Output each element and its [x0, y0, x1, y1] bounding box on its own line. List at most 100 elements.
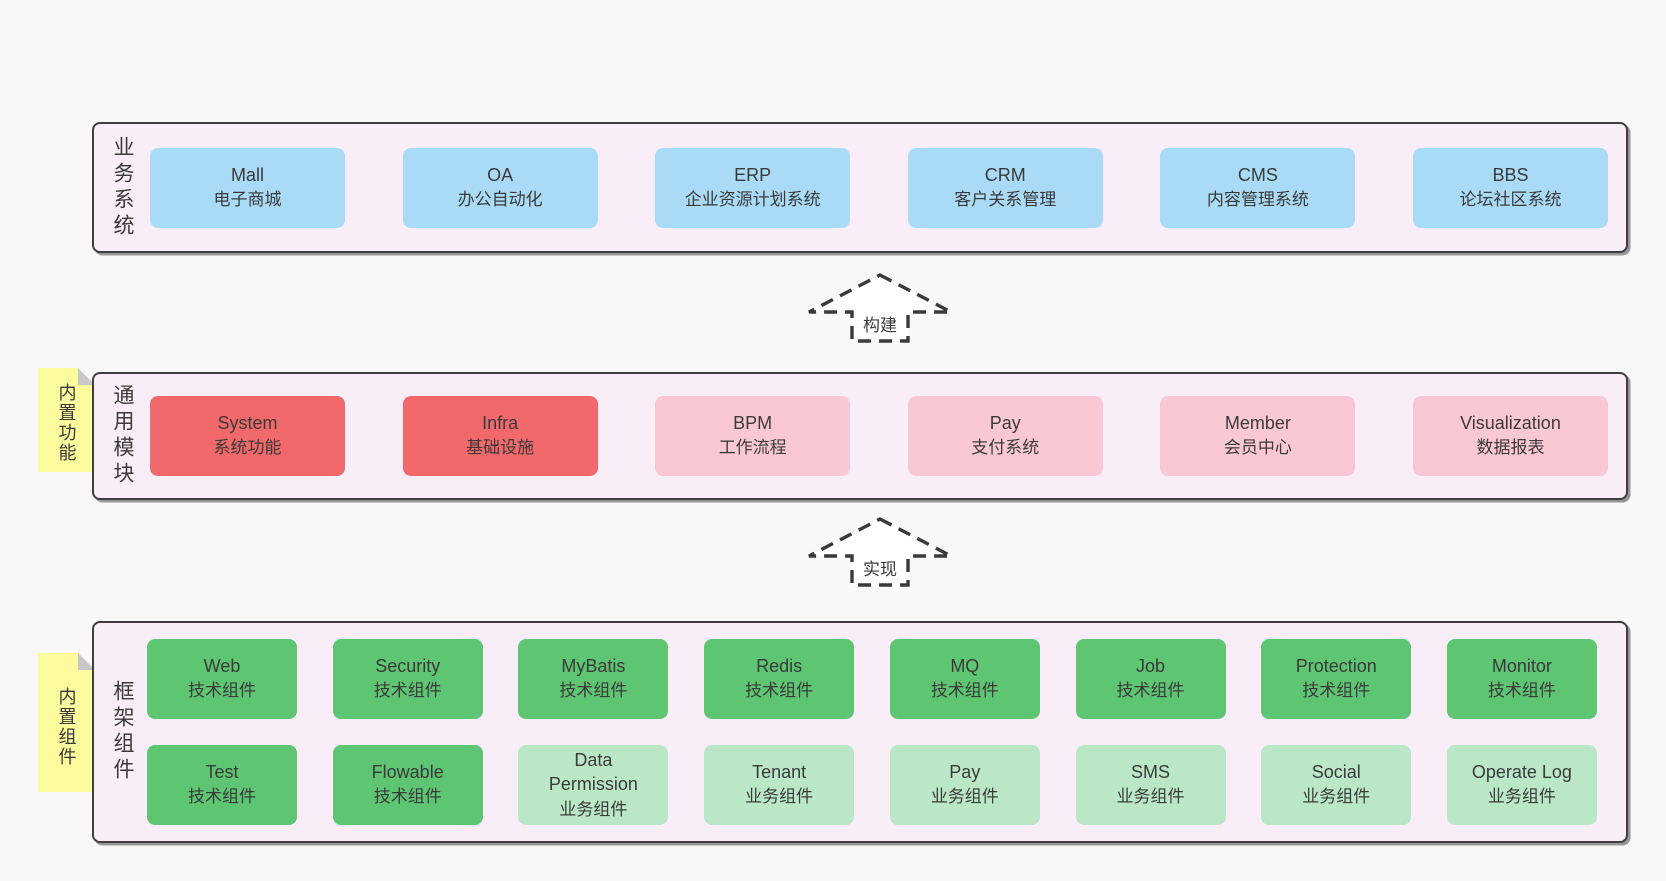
component-operate-log-desc: 业务组件: [1487, 787, 1556, 807]
business-systems-row: Mall 电子商城 OA 办公自动化 ERP 企业资源计划系统 CRM 客户关系…: [150, 147, 1608, 228]
module-system: System 系统功能: [150, 396, 345, 476]
component-web-name: Web: [203, 656, 241, 677]
component-web: Web 技术组件: [147, 639, 297, 719]
module-bbs-name: BBS: [1492, 164, 1529, 185]
component-social-name: Social: [1311, 762, 1361, 783]
component-mybatis: MyBatis 技术组件: [518, 639, 669, 719]
component-pay-name: Pay: [949, 762, 981, 783]
framework-components-rows: Web 技术组件 Security 技术组件 MyBatis 技术组件 Redi…: [147, 639, 1597, 825]
module-infra-desc: 基础设施: [466, 438, 535, 458]
module-member-desc: 会员中心: [1223, 438, 1292, 458]
component-data-permission-name: Data Permission: [548, 749, 638, 795]
component-protection-name: Protection: [1295, 656, 1377, 677]
component-pay: Pay 业务组件: [889, 745, 1040, 825]
component-data-permission-desc: 业务组件: [559, 799, 628, 819]
component-tenant: Tenant 业务组件: [704, 745, 855, 825]
module-member-name: Member: [1224, 413, 1291, 434]
component-monitor-desc: 技术组件: [1487, 681, 1556, 701]
band-business-label: 业务系统: [111, 135, 134, 240]
component-sms-name: SMS: [1131, 762, 1171, 783]
module-bpm-desc: 工作流程: [718, 438, 787, 458]
component-social: Social 业务组件: [1261, 745, 1412, 825]
module-system-name: System: [217, 413, 278, 434]
component-operate-log: Operate Log 业务组件: [1446, 745, 1597, 825]
component-sms-desc: 业务组件: [1116, 787, 1185, 807]
module-mall: Mall 电子商城: [150, 147, 345, 228]
folded-corner-icon: [78, 653, 95, 670]
band-business-systems: 业务系统 Mall 电子商城 OA 办公自动化 ERP 企业资源计划系统 CRM…: [92, 122, 1628, 253]
band-modules-label: 通用模块: [111, 384, 134, 488]
module-visualization-desc: 数据报表: [1476, 438, 1545, 458]
module-crm-desc: 客户关系管理: [954, 189, 1057, 209]
component-protection: Protection 技术组件: [1261, 639, 1412, 719]
band-common-modules: 通用模块 System 系统功能 Infra 基础设施 BPM 工作流程 Pay…: [92, 372, 1628, 500]
module-pay-name: Pay: [989, 413, 1021, 434]
module-member: Member 会员中心: [1160, 396, 1356, 476]
component-social-desc: 业务组件: [1302, 787, 1371, 807]
component-operate-log-name: Operate Log: [1471, 762, 1572, 783]
module-pay: Pay 支付系统: [907, 396, 1103, 476]
arrow-implement: 实现: [808, 517, 952, 587]
component-redis-name: Redis: [756, 656, 803, 677]
module-erp: ERP 企业资源计划系统: [655, 147, 851, 228]
arrow-build: 构建: [808, 273, 952, 343]
component-job-desc: 技术组件: [1116, 681, 1185, 701]
module-crm: CRM 客户关系管理: [907, 147, 1103, 228]
component-security-desc: 技术组件: [373, 681, 442, 701]
module-oa-desc: 办公自动化: [457, 189, 543, 209]
up-arrow-icon: [808, 517, 952, 587]
module-oa-name: OA: [487, 164, 514, 185]
module-cms-name: CMS: [1237, 164, 1278, 185]
module-bpm: BPM 工作流程: [655, 396, 851, 476]
sticky-note-builtin-features: 内置功能: [38, 368, 95, 472]
arrow-implement-label: 实现: [863, 560, 897, 579]
component-mq-name: MQ: [950, 656, 980, 677]
component-flowable-desc: 技术组件: [373, 787, 442, 807]
component-tenant-desc: 业务组件: [745, 787, 814, 807]
component-test-name: Test: [205, 762, 239, 783]
component-mybatis-name: MyBatis: [561, 656, 626, 677]
components-row-1: Web 技术组件 Security 技术组件 MyBatis 技术组件 Redi…: [147, 639, 1597, 719]
module-system-desc: 系统功能: [213, 438, 282, 458]
component-redis-desc: 技术组件: [745, 681, 814, 701]
common-modules-row: System 系统功能 Infra 基础设施 BPM 工作流程 Pay 支付系统…: [150, 396, 1608, 476]
module-bpm-name: BPM: [733, 413, 773, 434]
module-erp-desc: 企业资源计划系统: [684, 189, 821, 209]
component-test: Test 技术组件: [147, 745, 297, 825]
component-flowable: Flowable 技术组件: [332, 745, 483, 825]
module-cms: CMS 内容管理系统: [1160, 147, 1356, 228]
folded-corner-icon: [78, 368, 95, 385]
component-test-desc: 技术组件: [188, 787, 256, 807]
module-oa: OA 办公自动化: [402, 147, 598, 228]
module-mall-desc: 电子商城: [213, 189, 282, 209]
module-bbs-desc: 论坛社区系统: [1459, 189, 1562, 209]
component-redis: Redis 技术组件: [704, 639, 855, 719]
component-job-name: Job: [1136, 656, 1166, 677]
module-erp-name: ERP: [734, 164, 772, 185]
component-job: Job 技术组件: [1075, 639, 1226, 719]
component-web-desc: 技术组件: [188, 681, 256, 701]
module-crm-name: CRM: [984, 164, 1026, 185]
component-mq-desc: 技术组件: [930, 681, 999, 701]
band-framework-components: 框架组件 Web 技术组件 Security 技术组件 MyBatis 技术组件…: [92, 621, 1628, 843]
module-bbs: BBS 论坛社区系统: [1412, 147, 1608, 228]
band-components-label: 框架组件: [111, 680, 134, 784]
module-visualization: Visualization 数据报表: [1412, 396, 1608, 476]
component-flowable-name: Flowable: [371, 762, 444, 783]
component-sms: SMS 业务组件: [1075, 745, 1226, 825]
component-data-permission: Data Permission 业务组件: [518, 745, 669, 825]
module-cms-desc: 内容管理系统: [1206, 189, 1309, 209]
component-protection-desc: 技术组件: [1302, 681, 1371, 701]
up-arrow-icon: [808, 273, 952, 343]
sticky-builtin-components-label: 内置组件: [56, 686, 77, 767]
module-infra-name: Infra: [482, 413, 519, 434]
component-monitor-name: Monitor: [1491, 656, 1552, 677]
component-mq: MQ 技术组件: [889, 639, 1040, 719]
arrow-build-label: 构建: [863, 316, 897, 335]
module-infra: Infra 基础设施: [402, 396, 598, 476]
module-visualization-name: Visualization: [1460, 413, 1561, 434]
component-security-name: Security: [375, 656, 441, 677]
module-mall-name: Mall: [230, 164, 264, 185]
module-pay-desc: 支付系统: [971, 438, 1040, 458]
component-mybatis-desc: 技术组件: [559, 681, 628, 701]
